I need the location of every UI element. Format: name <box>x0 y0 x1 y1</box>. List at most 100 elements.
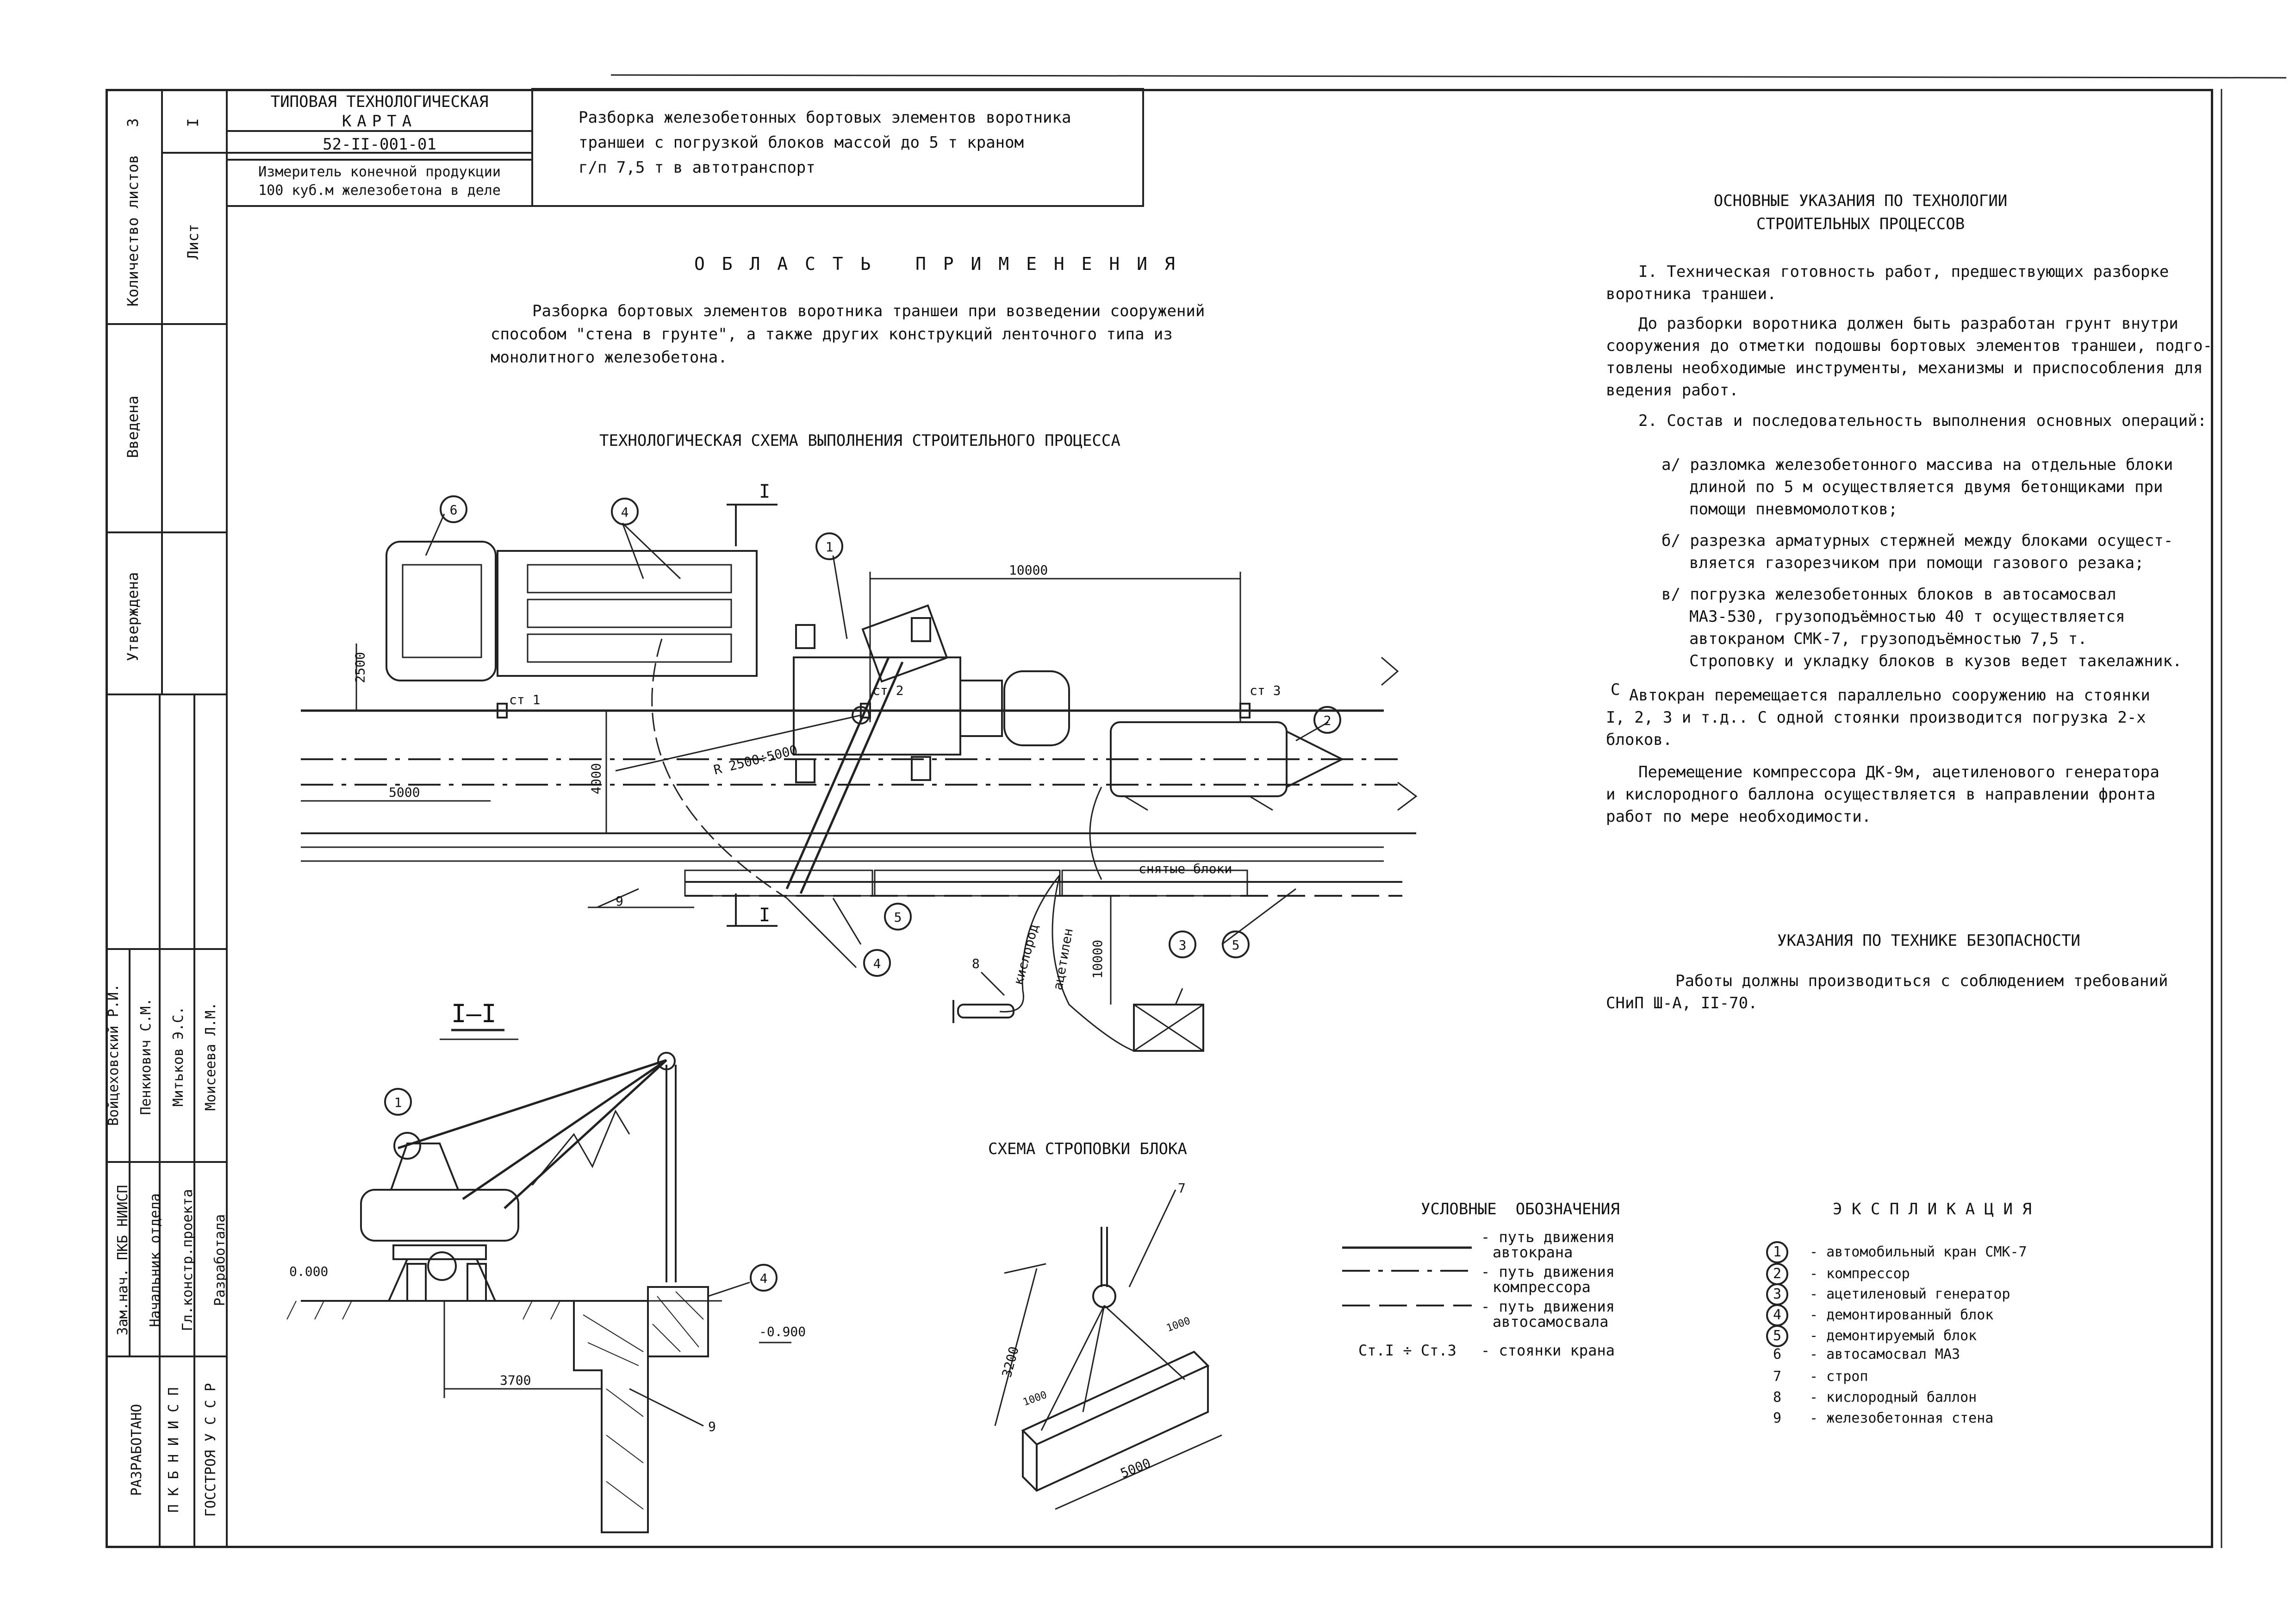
op-b-line2: вляется газорезчиком при помощи газового… <box>1689 554 2144 572</box>
name-4: Моисеева Л.М. <box>203 1002 219 1111</box>
dim-5000: 5000 <box>389 785 420 800</box>
section-dim-3700: 3700 <box>500 1373 531 1388</box>
safety-line2: СНиП Ш-А, II-70. <box>1606 994 1758 1012</box>
role-1: Зам.нач. ПКБ НИИСП <box>115 1185 131 1336</box>
op-v-line3: автокраном СМК-7, грузоподъёмностью 7,5 … <box>1689 630 2087 648</box>
op-v-line1: в/ погрузка железобетонных блоков в авто… <box>1661 585 2116 604</box>
expl-n-7: 7 <box>1773 1368 1782 1385</box>
expl-n-8: 8 <box>1773 1389 1782 1405</box>
sheet-label: Лист <box>184 224 202 260</box>
section-mark-bottom: I <box>759 905 771 926</box>
legend-item-1-line2: автокрана <box>1493 1243 1573 1261</box>
legend-item-3-line2: автосамосвала <box>1493 1313 1609 1330</box>
sheet-value: I <box>184 118 202 127</box>
callout-5b: 5 <box>1232 937 1240 953</box>
expl-item-9: - железобетонная стена <box>1810 1410 1994 1426</box>
op-v-line4: Строповку и укладку блоков в кузов ведет… <box>1689 652 2182 670</box>
legend-title: УСЛОВНЫЕ ОБОЗНАЧЕНИЯ <box>1421 1200 1620 1218</box>
expl-item-2: - компрессор <box>1810 1266 1910 1282</box>
safety-line1: Работы должны производиться с соблюдение… <box>1675 972 2168 990</box>
developed-line2: П К Б Н И И С П <box>166 1387 182 1513</box>
callout-3: 3 <box>1178 937 1187 953</box>
callout-1: 1 <box>825 539 834 555</box>
title-line1: Разборка железобетонных бортовых элемент… <box>579 108 1071 127</box>
expl-item-8: - кислородный баллон <box>1810 1389 1977 1405</box>
application-line2: способом "стена в грунте", а также други… <box>491 325 1173 344</box>
legend-stops-label: - стоянки крана <box>1481 1342 1615 1359</box>
removed-blocks-label: снятые блоки <box>1139 861 1232 876</box>
p3: 2. Состав и последовательность выполнени… <box>1638 412 2207 430</box>
p5-line1: Перемещение компрессора ДК-9м, ацетилено… <box>1638 763 2159 781</box>
title-line3: г/п 7,5 т в автотранспорт <box>579 158 815 177</box>
legend-stops-symbol: Ст.I ÷ Ст.3 <box>1358 1342 1456 1359</box>
p1-line1: I. Техническая готовность работ, предшес… <box>1638 262 2169 281</box>
expl-n-1: 1 <box>1773 1244 1782 1260</box>
p2-line1: До разборки воротника должен быть разраб… <box>1638 314 2178 333</box>
role-3: Гл.констр.проекта <box>180 1189 196 1331</box>
op-v-line2: МАЗ-530, грузоподъёмностью 40 т осуществ… <box>1689 607 2125 626</box>
meter-line2: 100 куб.м железобетона в деле <box>258 182 501 199</box>
name-2: Пенкиович С.М. <box>138 998 154 1115</box>
dim-10000: 10000 <box>1009 562 1048 578</box>
developed-line3: ГОССТРОЯ У С С Р <box>203 1383 219 1517</box>
level-right: -0.900 <box>759 1324 806 1339</box>
expl-n-4: 4 <box>1773 1307 1782 1323</box>
p5-line2: и кислородного баллона осуществляется в … <box>1606 785 2156 804</box>
section-callout-4: 4 <box>759 1271 768 1286</box>
name-3: Митьков Э.С. <box>170 1006 187 1107</box>
expl-n-2: 2 <box>1773 1266 1782 1282</box>
title-line2: траншеи с погрузкой блоков массой до 5 т… <box>579 133 1024 152</box>
stop-1: ст 1 <box>509 692 541 707</box>
safety-heading: УКАЗАНИЯ ПО ТЕХНИКЕ БЕЗОПАСНОСТИ <box>1777 931 2081 950</box>
name-1: Войцеховский Р.И. <box>106 983 122 1126</box>
callout-8: 8 <box>972 956 980 971</box>
instructions-heading-line1: ОСНОВНЫЕ УКАЗАНИЯ ПО ТЕХНОЛОГИИ <box>1713 192 2008 210</box>
dim-2500: 2500 <box>352 652 368 683</box>
op-b-line1: б/ разрезка арматурных стержней между бл… <box>1661 531 2173 550</box>
callout-5: 5 <box>894 910 902 925</box>
sheets-count-label: Количество листов <box>124 155 142 306</box>
section-title: I–I <box>451 999 497 1028</box>
card-number: 52-II-001-01 <box>323 135 436 154</box>
p4-line2: I, 2, 3 и т.д.. С одной стоянки производ… <box>1606 708 2146 727</box>
legend-item-3-line1: - путь движения <box>1481 1298 1615 1315</box>
scheme-heading: ТЕХНОЛОГИЧЕСКАЯ СХЕМА ВЫПОЛНЕНИЯ СТРОИТЕ… <box>599 431 1120 450</box>
expl-item-4: - демонтированный блок <box>1810 1307 1994 1323</box>
expl-n-9: 9 <box>1773 1410 1782 1426</box>
p2-line3: товлены необходимые инструменты, механиз… <box>1606 359 2203 377</box>
developed-line1: РАЗРАБОТАНО <box>129 1404 145 1496</box>
callout-9: 9 <box>616 893 623 909</box>
expl-n-6: 6 <box>1773 1346 1782 1362</box>
dim-10000-vertical: 10000 <box>1090 939 1106 979</box>
p2-line4: ведения работ. <box>1606 381 1739 400</box>
p4-line3: блоков. <box>1606 731 1673 749</box>
p5-line3: работ по мере необходимости. <box>1606 807 1872 826</box>
stop-3: ст 3 <box>1250 683 1281 698</box>
application-heading: О Б Л А С Т Ь П Р И М Е Н Е Н И Я <box>694 254 1178 274</box>
section-callout-9: 9 <box>708 1419 716 1434</box>
role-2: Начальник отдела <box>147 1193 163 1327</box>
callout-2: 2 <box>1323 713 1332 728</box>
role-4: Разработала <box>212 1214 228 1306</box>
section-mark-top: I <box>759 481 771 502</box>
section-callout-1: 1 <box>394 1095 402 1110</box>
p4-mark: С <box>1611 681 1620 699</box>
dim-4000: 4000 <box>588 763 604 794</box>
expl-item-3: - ацетиленовый генератор <box>1810 1286 2010 1302</box>
op-a-line2: длиной по 5 м осуществляется двумя бетон… <box>1689 478 2163 496</box>
sling-title: СХЕМА СТРОПОВКИ БЛОКА <box>988 1140 1187 1158</box>
page-frame <box>106 89 2213 1548</box>
p4-line1: Автокран перемещается параллельно сооруж… <box>1629 686 2150 705</box>
callout-6: 6 <box>449 502 458 518</box>
application-line3: монолитного железобетона. <box>491 348 728 367</box>
expl-item-5: - демонтируемый блок <box>1810 1328 1977 1344</box>
p1-line2: воротника траншеи. <box>1606 285 1777 303</box>
legend-item-1-line1: - путь движения <box>1481 1228 1615 1246</box>
expl-item-1: - автомобильный кран СМК-7 <box>1810 1244 2027 1260</box>
legend-item-2-line1: - путь движения <box>1481 1263 1615 1280</box>
explication-title: Э К С П Л И К А Ц И Я <box>1833 1200 2032 1218</box>
expl-item-7: - строп <box>1810 1368 1868 1385</box>
application-line1: Разборка бортовых элементов воротника тр… <box>532 302 1205 320</box>
callout-4: 4 <box>621 505 629 520</box>
